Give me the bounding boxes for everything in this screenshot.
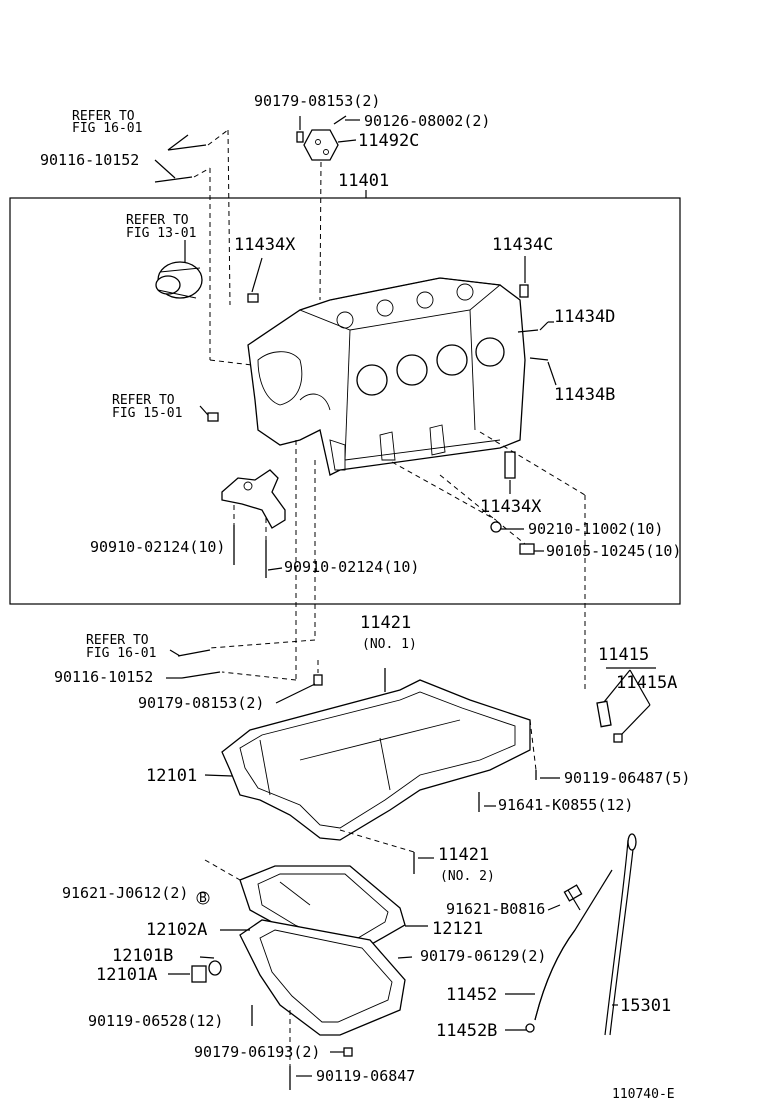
bearing-cap (221, 469, 286, 529)
oil-pan-lower (199, 919, 413, 1036)
dash-guides (209, 431, 586, 690)
label-11452: 11452 (446, 985, 497, 1005)
label-refer-16-01-mid-a: REFER TO (86, 633, 149, 648)
label-refer-16-01-mid-b: FIG 16-01 (86, 646, 156, 661)
pan-bolts-lower (251, 1005, 353, 1090)
label-90126-08002: 90126-08002(2) (364, 112, 490, 130)
label-refer-16-01-top-a: REFER TO (72, 109, 135, 124)
label-11415: 11415 (598, 645, 649, 665)
pan-bolts-upper (275, 660, 560, 812)
block-pins (199, 256, 557, 494)
label-11434x-top: 11434X (234, 235, 296, 255)
label-11434d: 11434D (554, 307, 615, 327)
label-90910-02124-a: 90910-02124(10) (90, 538, 225, 556)
label-11434b: 11434B (554, 385, 615, 405)
label-90179-06193: 90179-06193(2) (194, 1043, 320, 1061)
block-drain-plug (391, 461, 544, 555)
label-90179-08153-top: 90179-08153(2) (254, 92, 380, 110)
label-refer-16-01-top-b: FIG 16-01 (72, 121, 142, 136)
label-15301: 15301 (620, 996, 671, 1016)
label-90210-11002: 90210-11002(10) (528, 520, 663, 538)
label-90119-06528: 90119-06528(12) (88, 1012, 223, 1030)
stud-bolt-top (154, 129, 253, 366)
cylinder-block-group-frame (9, 197, 681, 605)
label-12101a: 12101A (96, 965, 157, 985)
oil-level-gauge (505, 833, 637, 1036)
drain-plug (168, 960, 222, 983)
label-11401: 11401 (338, 171, 389, 191)
label-12101b: 12101B (112, 946, 173, 966)
label-12101: 12101 (146, 766, 197, 786)
stud-bolt-mid (166, 649, 221, 679)
label-refer-15-01-b: FIG 15-01 (112, 406, 182, 421)
pin-no2 (339, 829, 434, 874)
label-91621-j0612: 91621-J0612(2) (62, 884, 188, 902)
label-11492c: 11492C (358, 131, 419, 151)
label-91621-b0816: 91621-B0816 (446, 900, 545, 918)
label-11421-top-no: (NO. 1) (362, 637, 417, 652)
label-12121: 12121 (432, 919, 483, 939)
label-11415a: 11415A (616, 673, 677, 693)
label-91641-k0855: 91641-K0855(12) (498, 796, 633, 814)
label-refer-15-01-a: REFER TO (112, 393, 175, 408)
label-90116-10152-mid: 90116-10152 (54, 668, 153, 686)
label-90119-06487: 90119-06487(5) (564, 769, 690, 787)
label-90910-02124-b: 90910-02124(10) (284, 558, 419, 576)
label-11434x-bot: 11434X (480, 497, 542, 517)
ref-mark-b: B (199, 891, 207, 906)
label-90179-08153-mid: 90179-08153(2) (138, 694, 264, 712)
oil-level-sensor (596, 667, 656, 743)
label-11421-top: 11421 (360, 613, 411, 633)
figure-code: 110740-E (612, 1087, 675, 1102)
oil-separator-plate (296, 115, 367, 301)
label-11434c: 11434C (492, 235, 553, 255)
label-90179-06129: 90179-06129(2) (420, 947, 546, 965)
oil-pan-upper (204, 679, 531, 841)
label-90105-10245: 90105-10245(10) (546, 542, 681, 560)
label-11421-bot: 11421 (438, 845, 489, 865)
label-refer-13-01-b: FIG 13-01 (126, 226, 196, 241)
label-refer-13-01-a: REFER TO (126, 213, 189, 228)
label-11452b: 11452B (436, 1021, 497, 1041)
cap-bolts (233, 505, 283, 578)
ref-mark-b-circle (196, 891, 210, 905)
label-90116-10152-top: 90116-10152 (40, 151, 139, 169)
label-11421-bot-no: (NO. 2) (440, 869, 495, 884)
cylinder-block (247, 277, 526, 476)
label-90119-06847: 90119-06847 (316, 1067, 415, 1085)
piston-illustration (155, 240, 203, 299)
label-12102a: 12102A (146, 920, 207, 940)
